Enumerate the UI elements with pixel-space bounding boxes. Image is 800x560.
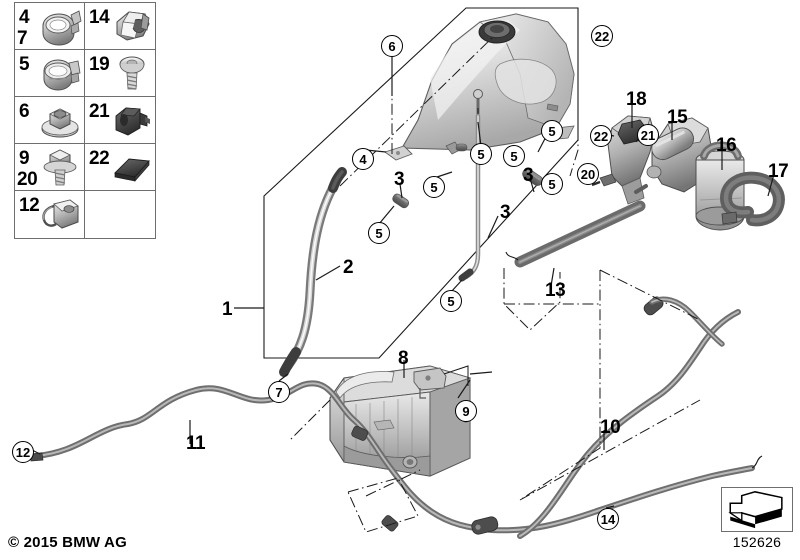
rubber-pad-icon [114,158,150,182]
vent-tubes-part-3 [392,113,543,282]
legend-number: 6 [19,101,30,122]
assembly-dashdot-lines [289,32,701,533]
direction-arrow-icon [728,491,783,529]
callout-label-18: 18 [626,89,647,110]
callout-label-11: 11 [186,433,206,454]
legend-cell-19: 19 [85,50,155,96]
hose-clamp-icon [43,59,81,91]
callout-20: 20 [577,163,599,185]
callout-5: 5 [423,176,445,198]
legend-row: 4 7 14 [15,3,155,50]
rubber-bracket-icon [115,107,150,136]
legend-row: 6 21 [15,97,155,144]
legend-cell-22: 22 [85,144,155,190]
callout-22: 22 [590,125,612,147]
callout-22: 22 [591,25,613,47]
callout-5: 5 [503,145,525,167]
legend-number: 4 [19,7,30,28]
charcoal-canister-part-8 [329,365,473,477]
callout-label-10: 10 [600,417,621,438]
callout-5: 5 [541,173,563,195]
legend-row: 5 19 [15,50,155,97]
legend-number: 20 [17,169,38,190]
legend-cell-4-7: 4 7 [15,3,85,49]
legend-number: 9 [19,148,30,169]
callout-5: 5 [470,143,492,165]
retaining-clip-icon [116,11,150,41]
fuel-line-part-10 [517,296,741,539]
callout-label-13: 13 [545,280,566,301]
legend-row: 9 20 22 [15,144,155,191]
callout-label-1: 1 [222,299,233,320]
legend-number: 12 [19,195,40,216]
parts-legend-table: 4 7 14 [14,2,156,239]
callout-label-8: 8 [398,348,409,369]
callout-label-16: 16 [716,135,737,156]
hose-clamp-icon [42,10,82,46]
screw-icon [119,56,145,90]
legend-number: 22 [89,148,110,169]
legend-number: 19 [89,54,110,75]
callout-7: 7 [268,381,290,403]
legend-cell-empty [85,191,155,238]
callout-label-17: 17 [768,161,789,182]
callout-label-3: 3 [394,169,405,190]
legend-cell-5: 5 [15,50,85,96]
fuel-line-part-14 [471,455,763,535]
pipe-clip-icon [42,199,79,229]
callout-4: 4 [352,148,374,170]
callout-5: 5 [368,222,390,244]
legend-cell-6: 6 [15,97,85,143]
callout-5: 5 [440,290,462,312]
callout-label-15: 15 [667,107,688,128]
callout-21: 21 [637,124,659,146]
flange-nut-icon [41,108,79,138]
callout-6: 6 [381,35,403,57]
callout-label-2: 2 [343,257,354,278]
legend-number: 5 [19,54,30,75]
legend-cell-9-20: 9 20 [15,144,85,190]
copyright-notice: © 2015 BMW AG [8,534,127,551]
callout-label-3: 3 [523,165,534,186]
legend-cell-12: 12 [15,191,85,238]
hose-part-2 [279,167,347,377]
legend-number: 7 [17,28,28,49]
legend-cell-21: 21 [85,97,155,143]
callout-12: 12 [12,441,34,463]
legend-row: 12 [15,191,155,238]
legend-number: 14 [89,7,110,28]
callout-5: 5 [541,120,563,142]
part-9-detail-lines [443,365,469,386]
hose-part-13 [505,200,646,268]
callout-9: 9 [455,400,477,422]
hex-bolt-icon [43,149,77,186]
legend-cell-14: 14 [85,3,155,49]
orientation-arrow-box [721,487,793,532]
drawing-number: 152626 [732,534,782,550]
callout-label-3: 3 [500,202,511,223]
callout-14: 14 [597,508,619,530]
legend-number: 21 [89,101,110,122]
fuel-tank [384,13,575,161]
